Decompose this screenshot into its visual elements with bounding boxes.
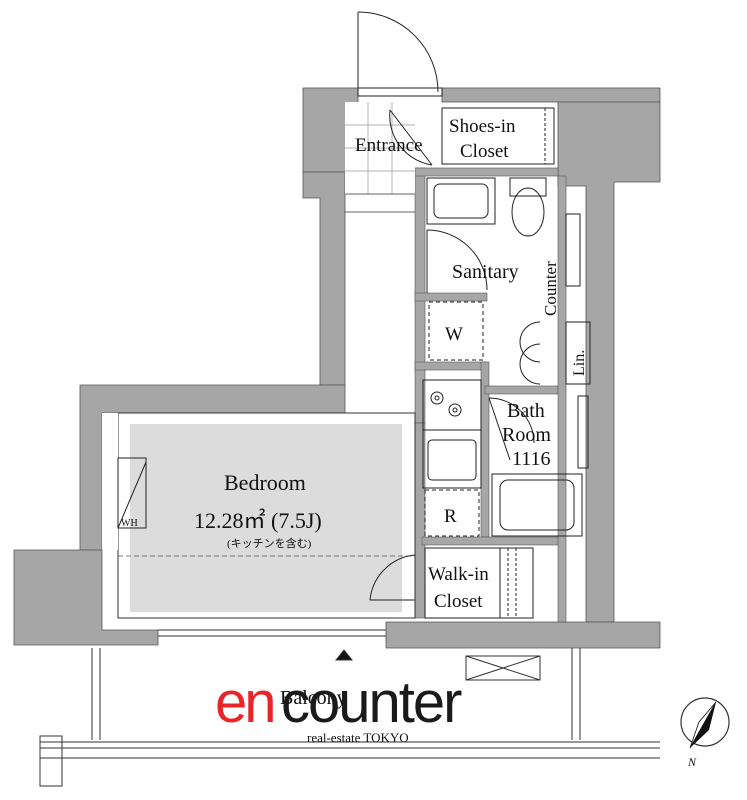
bedroom-label: Bedroom xyxy=(224,470,306,495)
logo-tagline: real-estate TOKYO xyxy=(307,730,409,745)
entrance-label: Entrance xyxy=(355,135,423,156)
walkin-closet-label-line1: Walk-in xyxy=(428,564,489,585)
water-heater xyxy=(117,457,147,529)
bath-label-line1: Bath xyxy=(507,400,545,422)
shoes-closet-label-line2: Closet xyxy=(460,141,509,162)
bedroom-area-label: 12.28㎡ (7.5J) xyxy=(194,508,322,533)
logo-counter-text: counter xyxy=(281,670,462,735)
balcony-label: Balcony xyxy=(280,687,347,709)
sanitary-label: Sanitary xyxy=(452,261,519,283)
counter-label: Counter xyxy=(541,261,560,316)
bedroom-floor xyxy=(130,424,402,612)
linen-label: Lin. xyxy=(571,350,588,376)
shoes-closet-label-line1: Shoes-in xyxy=(449,116,516,137)
partitions xyxy=(414,167,567,623)
sanitary-fixtures xyxy=(426,177,591,385)
walls xyxy=(13,87,661,649)
refrigerator-label: R xyxy=(444,506,457,527)
compass-north-label: N xyxy=(687,755,697,769)
entrance-tiles xyxy=(345,102,415,213)
bath-fixtures xyxy=(488,395,589,537)
encounter-logo: en counter real-estate TOKYO xyxy=(215,672,535,752)
walkin-closet-box xyxy=(369,547,534,619)
walkin-closet-label-line2: Closet xyxy=(434,591,483,612)
entry-door xyxy=(357,11,443,166)
bath-label-line3: 1116 xyxy=(512,448,551,470)
shoes-closet-box xyxy=(441,107,555,165)
washer-label: W xyxy=(445,324,463,345)
bath-label-line2: Room xyxy=(502,424,551,446)
logo-en-text: en xyxy=(215,670,276,735)
bedroom-note-label: (キッチンを含む) xyxy=(227,536,312,550)
kitchen-fixtures xyxy=(422,379,482,537)
compass-icon xyxy=(680,697,730,749)
water-heater-label: WH xyxy=(121,518,138,529)
balcony xyxy=(39,629,660,787)
